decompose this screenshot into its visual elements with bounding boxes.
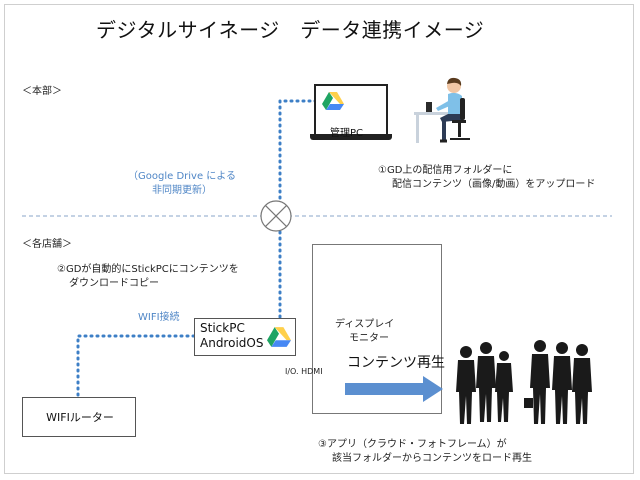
laptop-icon	[310, 84, 392, 142]
dotted-link-router	[76, 334, 196, 399]
step2-line1: ②GDが自動的にStickPCにコンテンツを	[57, 264, 239, 275]
crossing-circle-icon	[260, 200, 292, 232]
google-drive-icon	[322, 92, 344, 110]
display-label: ディスプレイ モニター	[335, 318, 394, 346]
google-drive-note: （Google Drive による 非同期更新）	[128, 170, 236, 198]
step3-text: ③アプリ（クラウド・フォトフレーム）が 該当フォルダーからコンテンツをロード再生	[318, 438, 532, 466]
step3-line2: 該当フォルダーからコンテンツをロード再生	[332, 453, 532, 464]
wifi-connection-label: WIFI接続	[138, 312, 180, 323]
management-pc-label: 管理PC	[330, 128, 364, 139]
step1-text: ①GD上の配信用フォルダーに 配信コンテンツ（画像/動画）をアップロード	[378, 164, 595, 192]
section-label-store: ＜各店舗＞	[22, 239, 72, 250]
person-at-desk-icon	[414, 77, 470, 143]
step3-line1: ③アプリ（クラウド・フォトフレーム）が	[318, 439, 507, 450]
stickpc-label-line2: AndroidOS	[200, 336, 264, 350]
google-drive-note-line1: （Google Drive による	[128, 171, 236, 182]
stickpc-label-line1: StickPC	[200, 321, 245, 335]
section-label-hq: ＜本部＞	[22, 86, 62, 97]
page-title: デジタルサイネージ データ連携イメージ	[96, 18, 485, 42]
display-label-line1: ディスプレイ	[335, 319, 395, 330]
stickpc-label: StickPC AndroidOS	[200, 321, 263, 351]
dotted-link-pc	[278, 99, 318, 202]
step2-text: ②GDが自動的にStickPCにコンテンツを ダウンロードコピー	[57, 263, 239, 291]
business-people-icon	[456, 340, 592, 424]
arrow-right-icon	[345, 376, 443, 402]
step2-line2: ダウンロードコピー	[69, 278, 159, 289]
step1-line1: ①GD上の配信用フォルダーに	[378, 165, 513, 176]
slide-frame	[4, 4, 634, 474]
google-drive-icon	[267, 327, 291, 347]
google-drive-note-line2: 非同期更新）	[151, 185, 212, 196]
wifi-router-box: WIFIルーター	[22, 397, 136, 437]
content-playback-label: コンテンツ再生	[347, 355, 445, 371]
stickpc-box	[194, 318, 296, 356]
display-label-line2: モニター	[349, 333, 389, 344]
wifi-router-label: WIFIルーター	[46, 411, 114, 424]
io-hdmi-label: I/O. HDMI	[285, 367, 323, 376]
step1-line2: 配信コンテンツ（画像/動画）をアップロード	[392, 179, 596, 190]
